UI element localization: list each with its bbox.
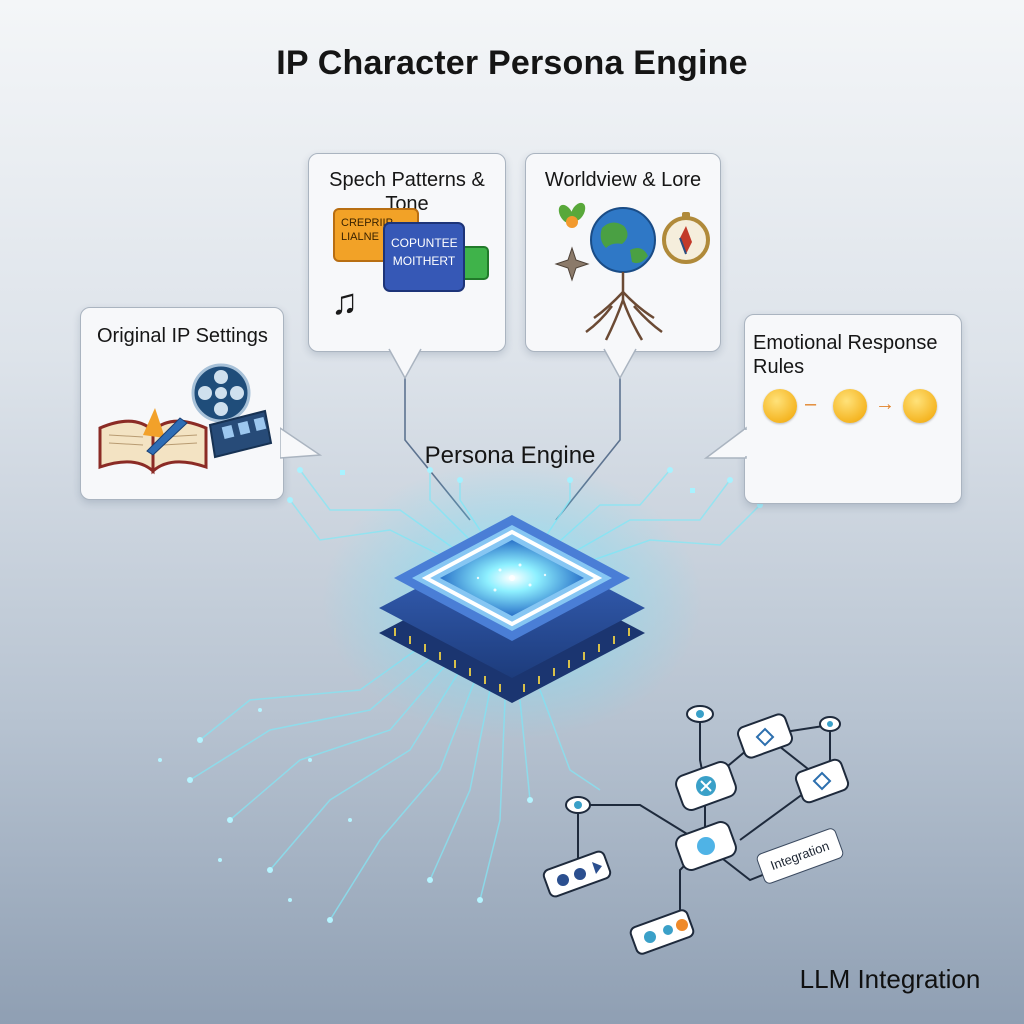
speech-bubble-front: COPUNTEE MOITHERT xyxy=(383,222,465,292)
emotional-response-tail xyxy=(703,426,747,459)
right-arrow-icon: → xyxy=(875,393,895,415)
processor-chip xyxy=(379,515,645,703)
smile-emoji-icon xyxy=(763,389,797,423)
speech-bubble-front-text: COPUNTEE MOITHERT xyxy=(391,236,458,268)
original-ip-tail xyxy=(280,427,323,459)
grin-emoji-icon xyxy=(903,389,937,423)
original-ip-label: Original IP Settings xyxy=(97,325,268,347)
llm-integration-label: LLM Integration xyxy=(799,964,981,994)
speech-patterns-tail xyxy=(388,348,422,380)
globe-tree-compass-icon xyxy=(554,202,710,341)
worldview-label: Worldview & Lore xyxy=(544,169,702,191)
book-film-icon xyxy=(98,363,273,475)
persona-engine-label: Persona Engine xyxy=(424,442,596,469)
worldview-panel: Worldview & Lore xyxy=(525,153,721,352)
llm-network-edges xyxy=(577,715,831,936)
llm-network-nodes xyxy=(542,705,850,955)
worldview-tail xyxy=(603,348,637,380)
dash-arrow-icon: – xyxy=(805,393,817,415)
speech-bubble-back-text: CREPRIIP LIALNE xyxy=(341,217,393,243)
music-note-icon: ♫ xyxy=(331,281,358,322)
tongue-emoji-icon xyxy=(833,389,867,423)
emotional-response-panel: Emotional Response Rules – → xyxy=(744,314,962,504)
emotional-response-label: Emotional Response Rules xyxy=(753,332,938,378)
lower-circuit-dots xyxy=(158,708,533,923)
speech-patterns-panel: Spech Patterns & Tone CREPRIIP LIALNE CO… xyxy=(308,153,506,352)
page-title: IP Character Persona Engine xyxy=(276,44,748,82)
original-ip-panel: Original IP Settings xyxy=(80,307,284,500)
